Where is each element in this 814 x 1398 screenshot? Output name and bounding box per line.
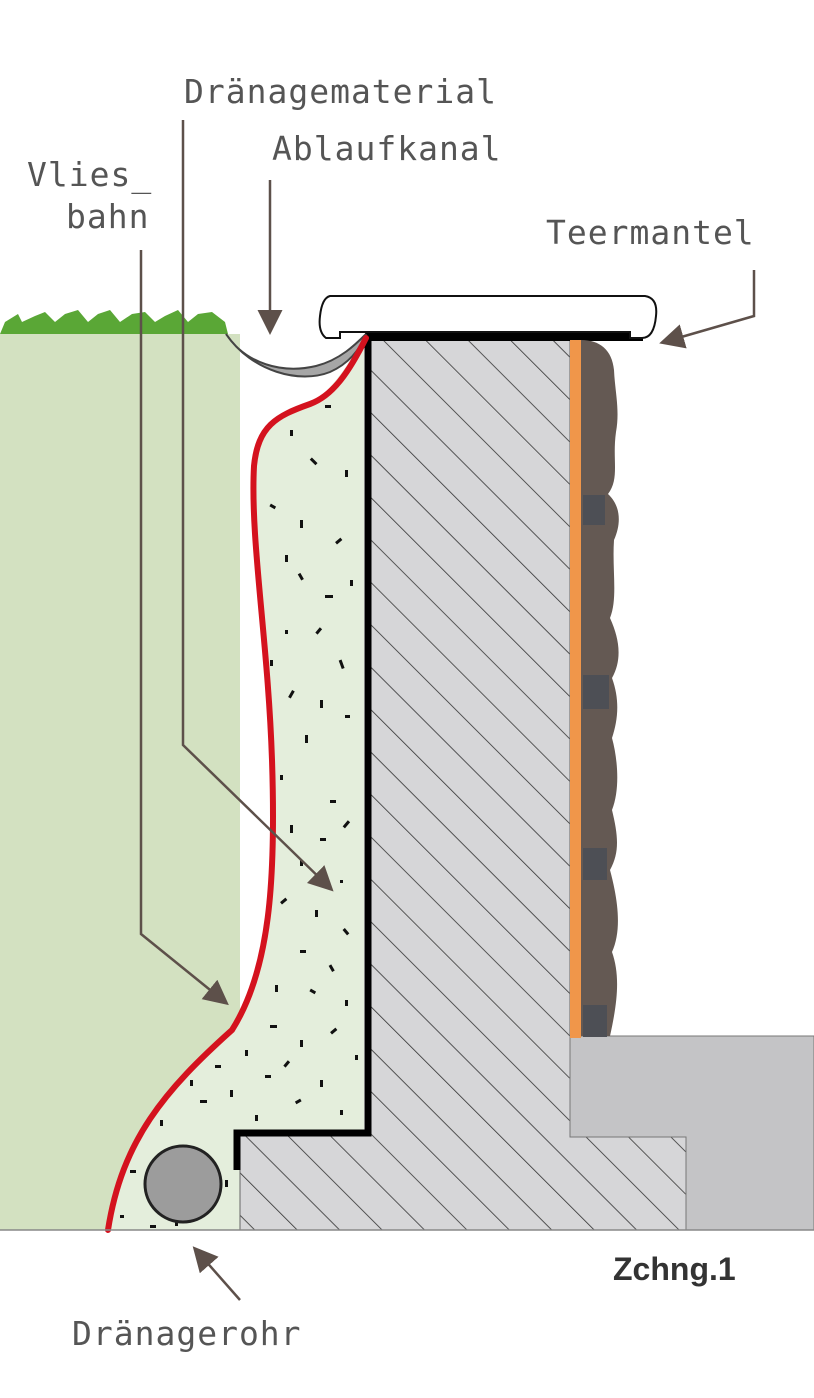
label-drain-pipe: Dränagerohr (72, 1314, 302, 1353)
label-drainage-material: Dränagematerial (184, 72, 497, 111)
drainage-fill (108, 336, 364, 1230)
wall-cap-stone (318, 295, 658, 339)
drain-channel (225, 333, 367, 378)
label-drain-channel: Ablaufkanal (272, 129, 502, 168)
arrow-icon (181, 120, 334, 892)
grass-strip (0, 310, 228, 334)
fleece-membrane-line (105, 335, 369, 1233)
waterproofing-line (233, 336, 372, 1170)
figure-number: Zchng.1 (613, 1251, 736, 1287)
arrow-icon (659, 270, 756, 349)
stone-joints (583, 495, 609, 1037)
drainage-pipe-shape (143, 1144, 223, 1224)
wall-top-edge (365, 333, 643, 341)
arrow-icon (139, 250, 229, 1006)
label-tar-coating: Teermantel (546, 213, 755, 252)
label-fleece-line1: Vlies_ (27, 155, 152, 195)
label-fleece-line2: bahn (66, 197, 149, 236)
tar-layer (570, 340, 581, 1038)
gravel-particles (120, 405, 358, 1228)
arrow-icon (192, 1246, 241, 1301)
